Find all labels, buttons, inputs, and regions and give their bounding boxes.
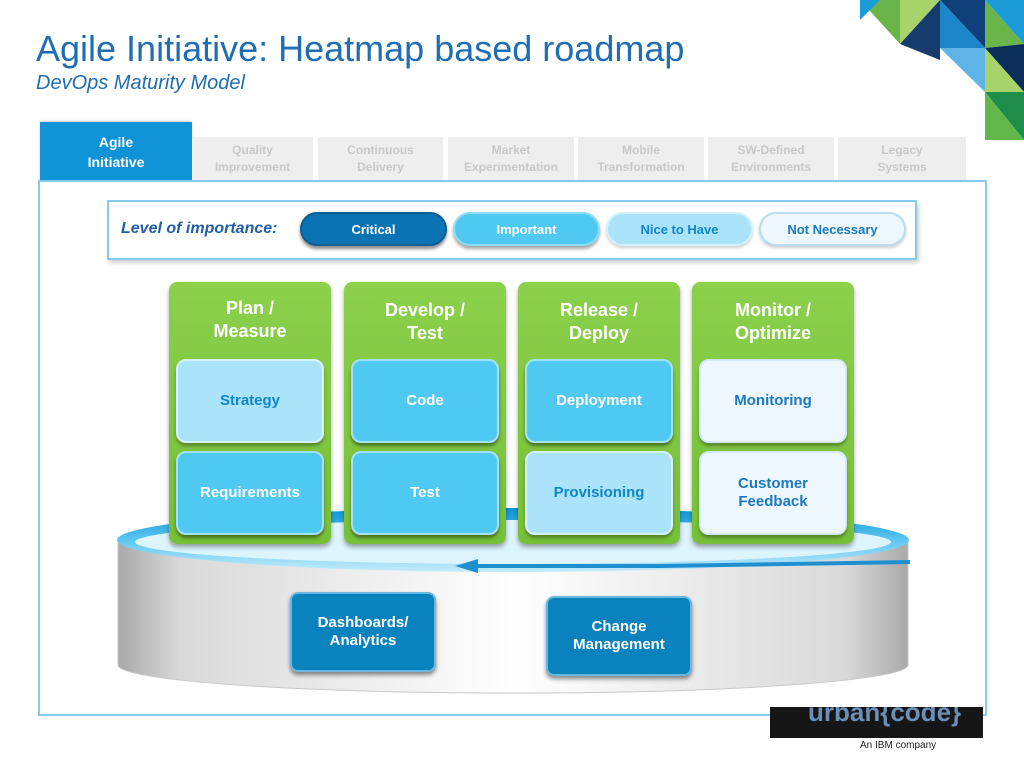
logo-text: urban{code} [808, 707, 962, 727]
legend-nice-to-have-pill: Nice to Have [606, 212, 753, 246]
column-title-monitor-optimize: Monitor /Optimize [734, 300, 811, 343]
tab-agile-initiative[interactable]: Agile Initiative [40, 122, 192, 182]
tab-label-line1: SW-Defined [737, 143, 805, 157]
provisioning-box: Provisioning [525, 451, 673, 535]
code-box: Code [351, 359, 499, 443]
column-title-develop-test: Develop /Test [384, 300, 466, 343]
column-title-release-deploy: Release /Deploy [559, 300, 639, 343]
legend-not-necessary-pill: Not Necessary [759, 212, 906, 246]
legend-label: Level of importance: [121, 220, 278, 237]
column-title-plan-measure: Plan /Measure [213, 298, 287, 341]
tab-legacy-systems[interactable]: Legacy Systems [838, 137, 966, 181]
tab-label-line2: Environments [730, 160, 811, 174]
tab-label-line1: Continuous [347, 143, 414, 157]
page-title: Agile Initiative: Heatmap based roadmap [36, 28, 685, 69]
tab-continuous-delivery[interactable]: Continuous Delivery [318, 137, 443, 181]
tab-label-line1: Mobile [622, 143, 660, 157]
tab-label-line2: Experimentation [463, 160, 559, 174]
tab-sw-defined-environments[interactable]: SW-Defined Environments [708, 137, 834, 181]
tab-market-experimentation[interactable]: Market Experimentation [448, 137, 574, 181]
tab-label-line1: Quality [232, 143, 273, 157]
tab-quality-improvement[interactable]: Quality Improvement [192, 137, 313, 181]
dashboards-analytics-box: Dashboards/Analytics [290, 592, 436, 672]
page-subtitle: DevOps Maturity Model [36, 72, 245, 94]
test-box: Test [351, 451, 499, 535]
deployment-box: Deployment [525, 359, 673, 443]
tab-label-line1: Market [491, 143, 531, 157]
strategy-box: Strategy [176, 359, 324, 443]
monitoring-box: Monitoring [699, 359, 847, 443]
requirements-box: Requirements [176, 451, 324, 535]
legend-critical-pill: Critical [300, 212, 447, 246]
logo-tagline: An IBM company [860, 740, 937, 751]
tab-label-line2: Delivery [357, 160, 404, 174]
urbancode-logo: urban{code} [770, 707, 983, 738]
tab-label-line2: Systems [877, 160, 927, 174]
legend-important-pill: Important [453, 212, 600, 246]
tab-label-line1: Legacy [881, 143, 923, 157]
tab-label-line2: Initiative [87, 154, 145, 170]
tab-label-line1: Agile [98, 134, 134, 150]
tab-label-line2: Transformation [597, 160, 685, 174]
tab-label-line2: Improvement [214, 160, 291, 174]
tab-mobile-transformation[interactable]: Mobile Transformation [578, 137, 704, 181]
